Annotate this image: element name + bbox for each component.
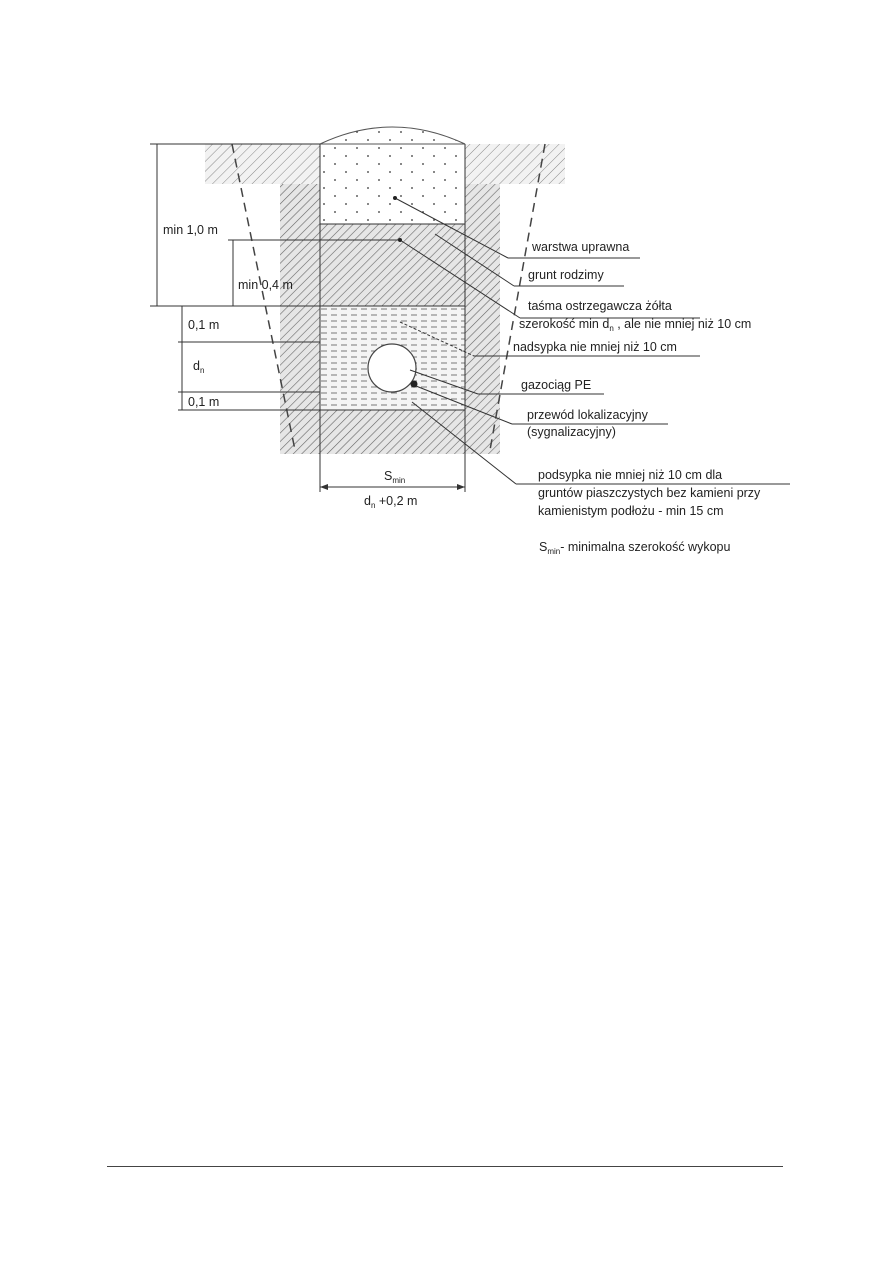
dim-width-arrow-left [320, 484, 328, 490]
label-grunt-rodzimy: grunt rodzimy [528, 268, 604, 282]
dim-label-min-1-0: min 1,0 m [163, 223, 218, 237]
native-soil-bottom [280, 410, 500, 454]
label-szerokosc: szerokość min dn , ale nie mniej niż 10 … [519, 317, 751, 333]
dim-width-arrow-right [457, 484, 465, 490]
gas-pipe-pe [367, 343, 417, 393]
dim-label-width: dn +0,2 m [364, 494, 417, 510]
topsoil-layer [320, 144, 465, 224]
surface-soil-right [465, 144, 565, 184]
label-nadsypka: nadsypka nie mniej niż 10 cm [513, 340, 677, 354]
dim-label-s-min: Smin [384, 469, 405, 485]
slope-line-left [231, 143, 296, 451]
label-gazociag-pe: gazociąg PE [521, 378, 591, 392]
surface-soil-left [205, 144, 320, 184]
label-s-min-definition: Smin- minimalna szerokość wykopu [539, 540, 730, 556]
native-soil-right-wall [465, 184, 500, 454]
label-sygnalizacyjny: (sygnalizacyjny) [527, 425, 616, 439]
topsoil-mound [319, 126, 466, 145]
leader-lines [393, 196, 790, 485]
locator-wire [410, 380, 418, 388]
dim-label-bottom-0-1: 0,1 m [188, 395, 219, 409]
label-przewod-lokalizacyjny: przewód lokalizacyjny [527, 408, 649, 422]
dim-label-dn: dn [193, 359, 204, 375]
dim-label-min-0-4: min 0,4 m [238, 278, 293, 292]
label-podsypka-line-3: kamienistym podłożu - min 15 cm [538, 504, 723, 518]
label-tasma-ostrzegawcza: taśma ostrzegawcza żółta [528, 299, 672, 313]
slope-line-right [489, 143, 546, 451]
label-warstwa-uprawna: warstwa uprawna [531, 240, 629, 254]
dim-label-top-0-1: 0,1 m [188, 318, 219, 332]
page-footer-rule [107, 1166, 783, 1167]
label-podsypka-line-1: podsypka nie mniej niż 10 cm dla [538, 468, 722, 482]
label-podsypka-line-2: gruntów piaszczystych bez kamieni przy [538, 486, 761, 500]
backfill-native-layer [320, 224, 465, 306]
